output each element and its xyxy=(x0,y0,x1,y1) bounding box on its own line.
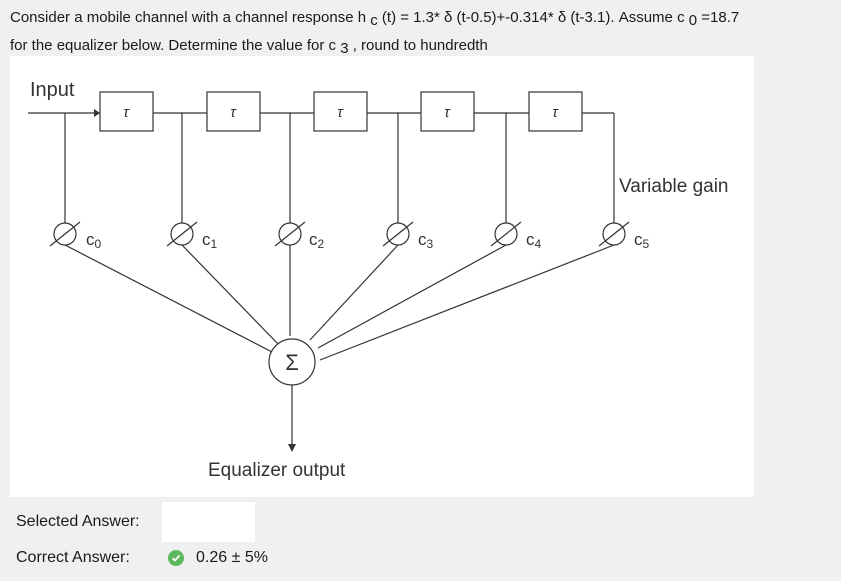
output-label: Equalizer output xyxy=(208,460,346,481)
sum-input-line xyxy=(317,244,507,349)
coefficient-label: c2 xyxy=(309,230,325,251)
question-text-part: (t-0.5)+-0.314* xyxy=(452,9,558,26)
variable-gain-label: Variable gain xyxy=(619,176,729,197)
selected-answer-row: Selected Answer: xyxy=(16,502,255,542)
tau-label: τ xyxy=(444,104,451,121)
delta-symbol: δ xyxy=(557,9,567,26)
tau-label: τ xyxy=(552,104,559,121)
output-arrow xyxy=(288,444,296,452)
question-text-part: (t-3.1). Assume c xyxy=(566,9,685,26)
question-text-part: =18.7 xyxy=(697,9,740,26)
coefficient-label: c0 xyxy=(86,230,102,251)
question-text-part: (t) = 1.3* xyxy=(377,9,445,26)
equalizer-diagram: Input τ τ τ τ τ Variable gain c0 c1 c2 c… xyxy=(10,56,754,497)
sum-input-line xyxy=(64,244,273,353)
tau-label: τ xyxy=(230,104,237,121)
correct-answer-value: 0.26 ± 5% xyxy=(196,549,268,566)
gain-element xyxy=(49,221,81,247)
gain-element xyxy=(598,221,630,247)
question-text: Consider a mobile channel with a channel… xyxy=(10,4,836,60)
question-text-part: for the equalizer below. Determine the v… xyxy=(10,37,337,54)
delay-box xyxy=(528,91,583,132)
check-icon xyxy=(168,550,184,566)
delay-box xyxy=(313,91,368,132)
equalizer-diagram-svg: Input τ τ τ τ τ Variable gain c0 c1 c2 c… xyxy=(28,79,729,481)
question-text-part: Consider a mobile channel with a channel… xyxy=(10,9,367,26)
subscript: 3 xyxy=(340,40,349,57)
sum-input-line xyxy=(319,244,615,361)
question-text-part: , round to hundredth xyxy=(348,37,488,54)
sum-input-line xyxy=(181,244,279,345)
delay-box xyxy=(420,91,475,132)
gain-element xyxy=(274,221,306,247)
question-line-2: for the equalizer below. Determine the v… xyxy=(10,32,836,60)
tau-label: τ xyxy=(123,104,130,121)
subscript: 0 xyxy=(688,12,698,29)
selected-answer-label: Selected Answer: xyxy=(16,513,140,530)
tau-label: τ xyxy=(337,104,344,121)
coefficient-label: c4 xyxy=(526,230,542,251)
input-label: Input xyxy=(30,79,75,101)
coefficient-label: c5 xyxy=(634,230,650,251)
coefficient-label: c3 xyxy=(418,230,434,251)
question-line-1: Consider a mobile channel with a channel… xyxy=(10,4,836,32)
gain-element xyxy=(490,221,522,247)
sum-input-line xyxy=(309,244,399,341)
sum-symbol: Σ xyxy=(285,350,299,375)
input-arrow xyxy=(94,109,100,117)
gain-element xyxy=(382,221,414,247)
subscript: c xyxy=(370,12,378,29)
delta-symbol: δ xyxy=(444,9,453,26)
selected-answer-value xyxy=(162,502,255,542)
coefficient-label: c1 xyxy=(202,230,218,251)
gain-element xyxy=(166,221,198,247)
correct-answer-row: Correct Answer: 0.26 ± 5% xyxy=(16,538,268,578)
correct-answer-label: Correct Answer: xyxy=(16,549,130,566)
delay-box xyxy=(99,91,154,132)
delay-box xyxy=(206,91,261,132)
